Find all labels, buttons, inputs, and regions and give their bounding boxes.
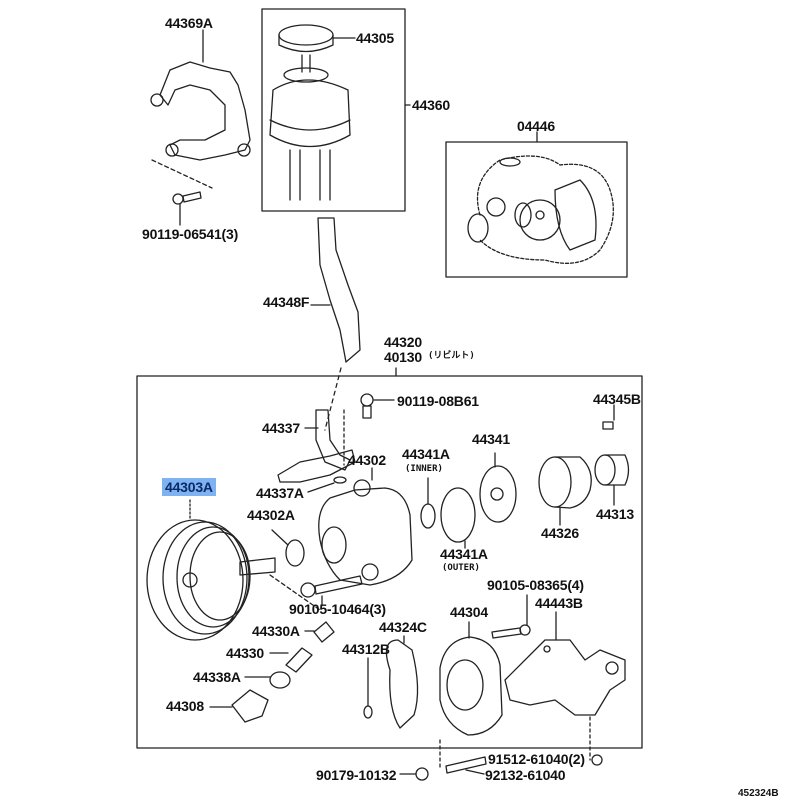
cam-ring [538, 456, 592, 526]
part-label-44326[interactable]: 44326 [541, 525, 579, 541]
diagram-reference-code: 452324B [738, 788, 779, 799]
part-label-90179-10132[interactable]: 90179-10132 [316, 767, 397, 783]
part-label-44337[interactable]: 44337 [262, 420, 300, 436]
part-label-44341A-outer[interactable]: 44341A [440, 546, 488, 562]
pump-body [318, 467, 413, 586]
rotor [594, 454, 630, 506]
o-ring-outer [440, 487, 476, 543]
part-label-90105-10464[interactable]: 90105-10464(3) [289, 601, 386, 617]
o-ring-44337A [333, 476, 347, 484]
part-label-44338A[interactable]: 44338A [193, 669, 241, 685]
part-label-90119-06541[interactable]: 90119-06541(3) [142, 226, 239, 242]
part-label-44302A[interactable]: 44302A [247, 507, 295, 523]
hose [317, 217, 361, 363]
vane-piece [602, 421, 614, 430]
part-label-44360[interactable]: 44360 [412, 97, 450, 113]
part-label-44308[interactable]: 44308 [166, 698, 204, 714]
part-label-40130[interactable]: 40130 [384, 349, 422, 365]
part-label-44345B[interactable]: 44345B [593, 391, 641, 407]
part-label-44330[interactable]: 44330 [226, 645, 264, 661]
part-label-44302[interactable]: 44302 [348, 452, 386, 468]
rear-housing [439, 621, 503, 736]
nut-90179-10132 [399, 767, 429, 781]
cam-plate [479, 452, 517, 523]
pulley [146, 499, 276, 641]
rebuilt-note: (リビルト) [428, 351, 475, 361]
stud-92132-61040 [445, 756, 487, 775]
leader-dashed [151, 159, 213, 189]
part-label-44304[interactable]: 44304 [450, 604, 488, 620]
part-label-44312B[interactable]: 44312B [342, 641, 390, 657]
part-label-44443B[interactable]: 44443B [535, 595, 583, 611]
bolt-90119-08B61 [360, 393, 395, 419]
oil-seal [285, 539, 305, 567]
part-label-44341A-inner[interactable]: 44341A [402, 446, 450, 462]
part-label-44303A-highlighted[interactable]: 44303A [162, 478, 216, 496]
reservoir [269, 24, 411, 201]
washer-91512-61040 [591, 754, 603, 766]
bolt-90105-08365 [491, 594, 531, 639]
gasket-kit-box [445, 141, 628, 278]
flow-control-valve [269, 647, 313, 673]
bolt-90105-10464 [300, 575, 363, 606]
part-label-44369A[interactable]: 44369A [165, 15, 213, 31]
part-label-44313[interactable]: 44313 [596, 506, 634, 522]
part-label-44337A[interactable]: 44337A [256, 485, 304, 501]
part-label-44320[interactable]: 44320 [384, 334, 422, 350]
o-ring-inner [420, 503, 436, 529]
reservoir-bracket [150, 29, 251, 161]
o-ring-44338A [269, 671, 291, 689]
flow-control-spring [304, 621, 335, 643]
bolt-90119-06541 [172, 191, 202, 226]
part-label-44324C[interactable]: 44324C [379, 619, 427, 635]
part-label-90119-08B61[interactable]: 90119-08B61 [397, 393, 479, 409]
inner-note: (INNER) [405, 464, 443, 474]
gasket-kit-parts [467, 155, 614, 264]
part-label-44305[interactable]: 44305 [356, 30, 394, 46]
part-label-44348F[interactable]: 44348F [263, 294, 310, 310]
part-label-44341[interactable]: 44341 [472, 431, 510, 447]
gasket-44324C [385, 639, 419, 729]
part-label-91512-61040[interactable]: 91512-61040(2) [488, 751, 585, 767]
part-label-44330A[interactable]: 44330A [252, 623, 300, 639]
plug-44308 [209, 689, 269, 723]
reservoir-box [261, 8, 406, 212]
part-label-04446[interactable]: 04446 [517, 118, 555, 134]
outer-note: (OUTER) [442, 563, 480, 573]
pump-bracket [504, 611, 626, 716]
snap-ring [363, 705, 373, 719]
pipe-44337 [277, 409, 356, 483]
part-label-90105-08365[interactable]: 90105-08365(4) [487, 577, 584, 593]
pump-assembly-box [136, 375, 643, 749]
part-label-92132-61040[interactable]: 92132-61040 [485, 767, 566, 783]
